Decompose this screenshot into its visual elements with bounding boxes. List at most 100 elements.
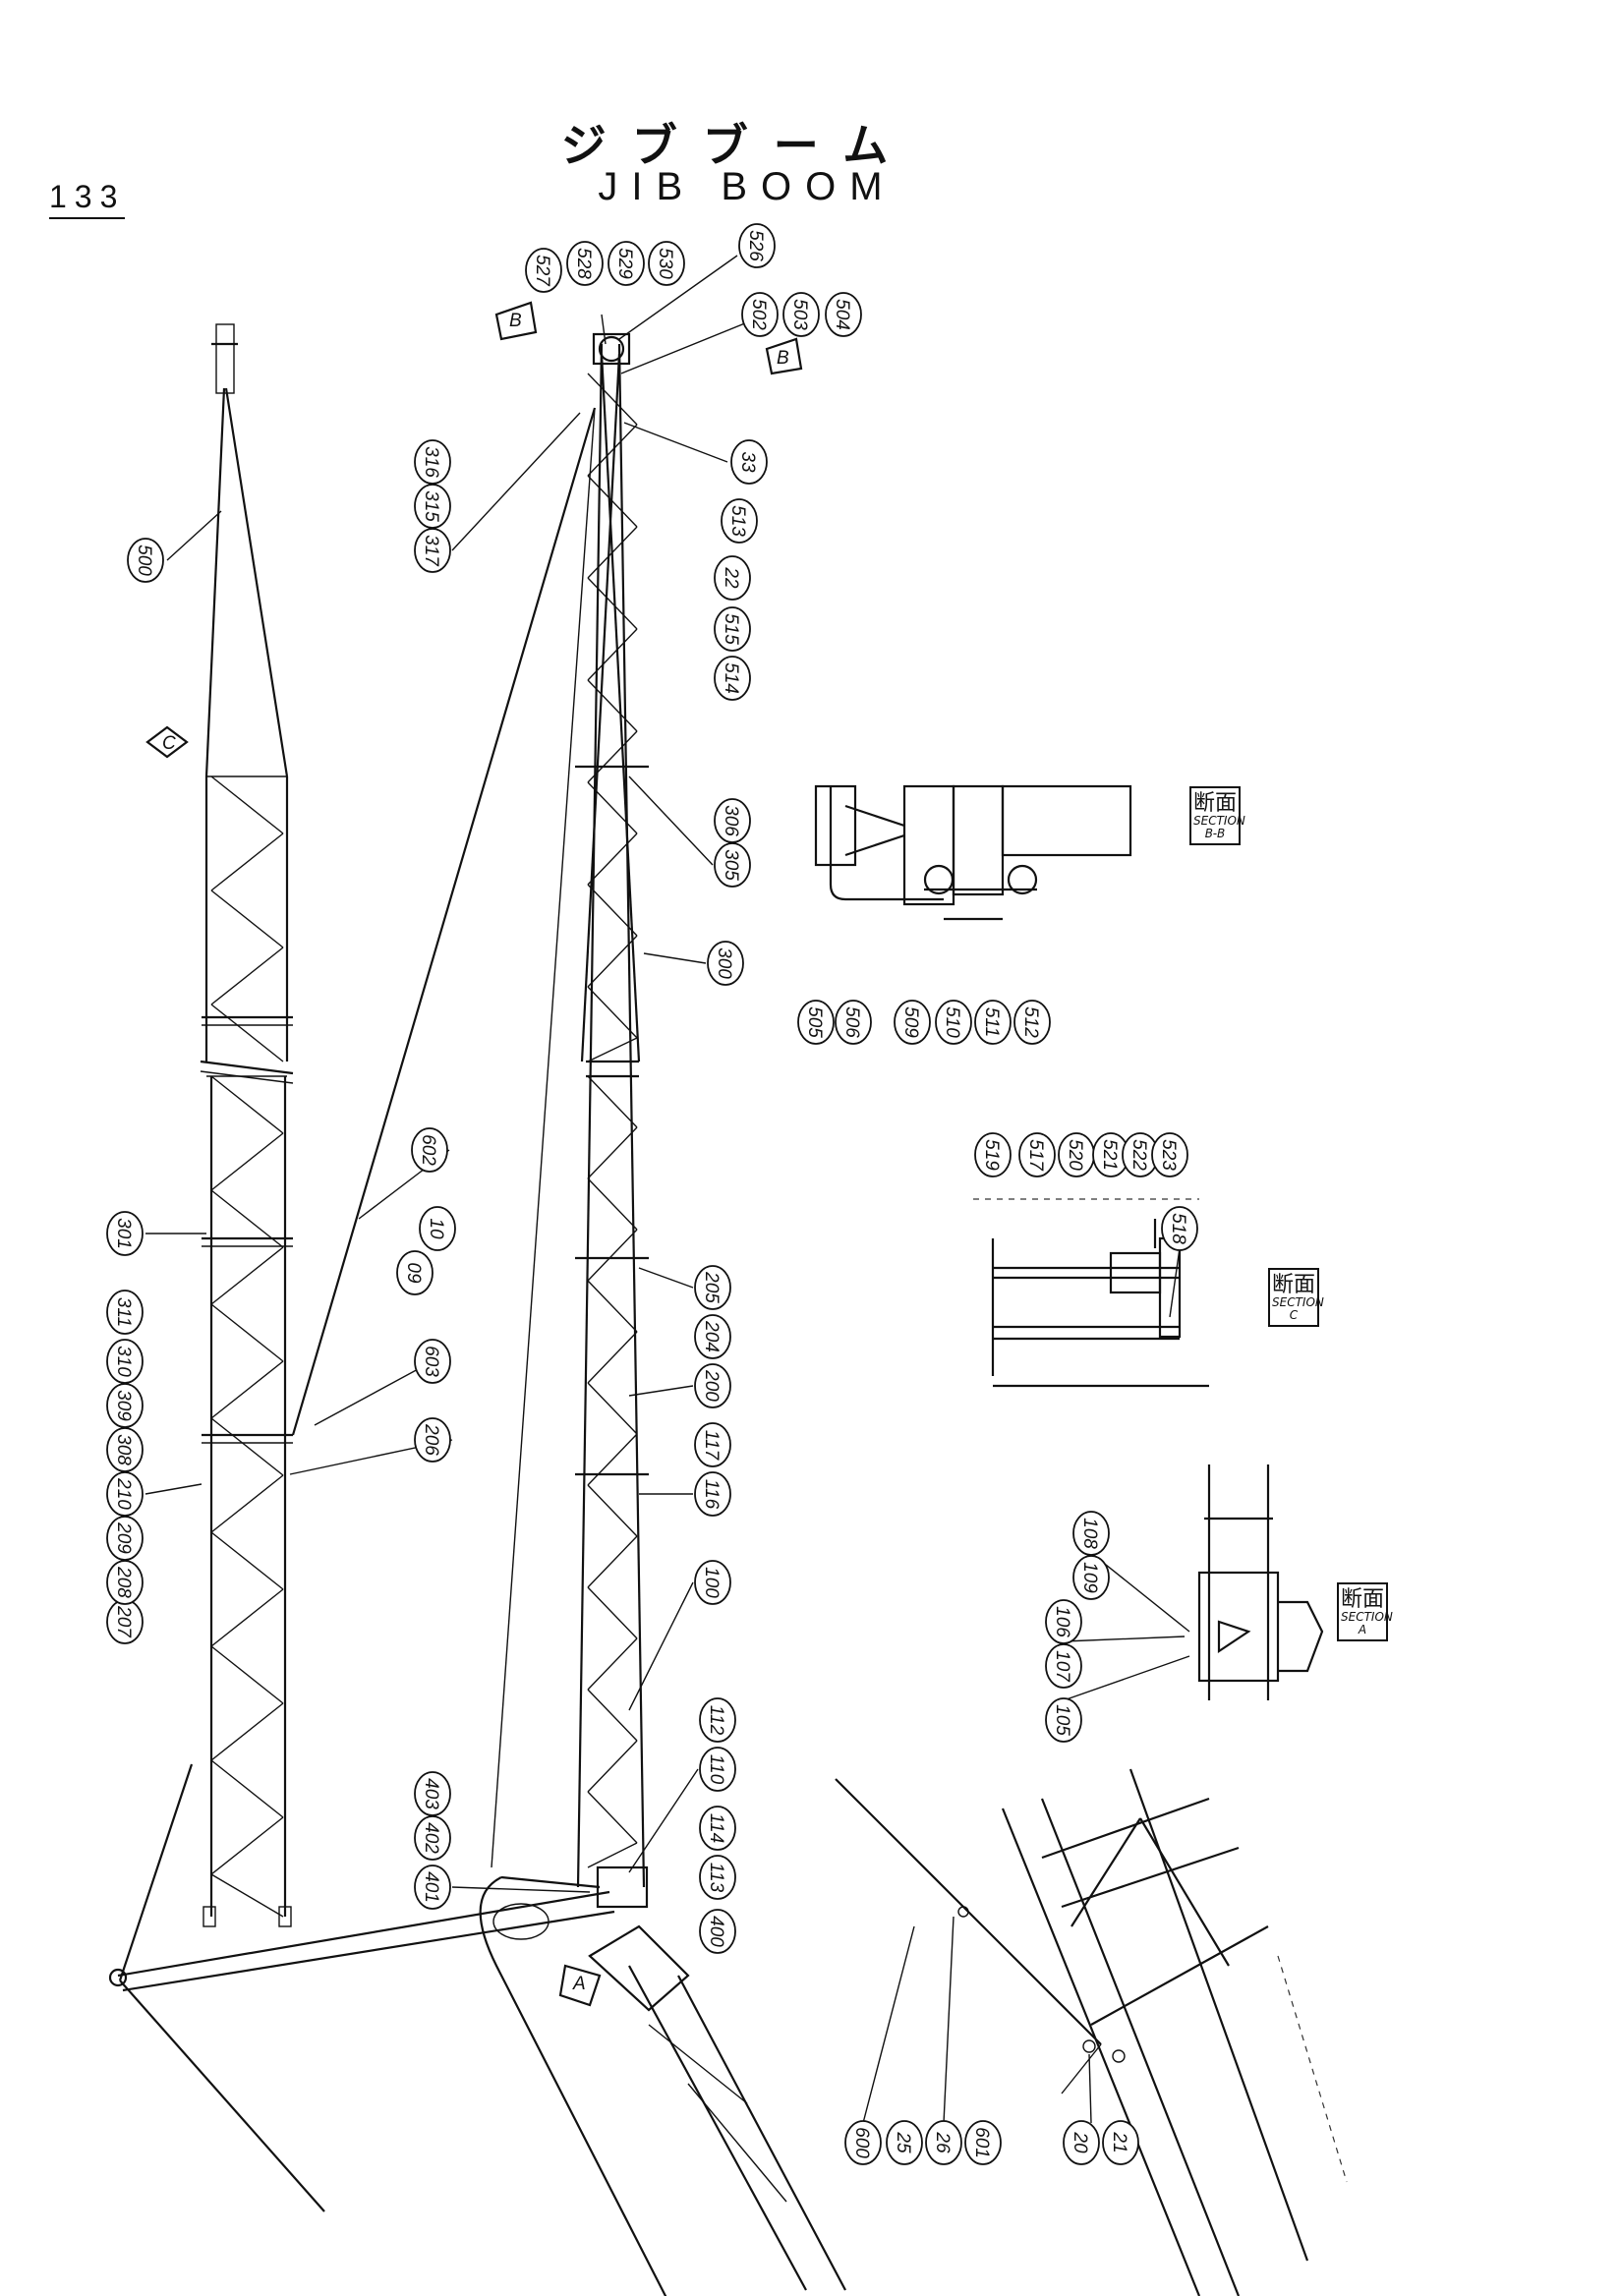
part-number-label: 515: [721, 613, 741, 645]
part-number-label: 300: [714, 947, 734, 979]
callout-bubble: 514: [714, 656, 751, 701]
part-number-label: 402: [421, 1822, 441, 1854]
part-number-label: 506: [841, 1006, 862, 1038]
part-number-label: 500: [134, 545, 154, 576]
callout-bubble: 209: [106, 1516, 144, 1561]
part-number-label: 514: [721, 662, 741, 694]
part-number-label: 600: [851, 2127, 872, 2158]
part-number-label: 513: [727, 505, 748, 537]
callout-bubble: 305: [714, 842, 751, 888]
part-number-label: 527: [532, 255, 552, 287]
part-number-label: 209: [113, 1521, 134, 1554]
part-number-label: 310: [113, 1346, 134, 1377]
callout-bubble: 403: [414, 1771, 451, 1816]
callout-bubble: 317: [414, 528, 451, 573]
callout-bubble: 316: [414, 439, 451, 485]
callout-bubble: 504: [825, 292, 862, 337]
part-number-label: 117: [701, 1430, 722, 1462]
callout-bubble: 528: [566, 241, 604, 286]
callout-bubble: 308: [106, 1427, 144, 1472]
part-number-label: 526: [745, 230, 766, 261]
part-number-label: 109: [1079, 1562, 1100, 1593]
callout-bubble: 204: [694, 1314, 731, 1359]
part-number-label: 520: [1065, 1139, 1085, 1171]
callout-bubble: 10: [419, 1206, 456, 1251]
callout-bubble: 401: [414, 1865, 451, 1910]
part-number-label: 26: [932, 2131, 953, 2153]
callout-bubble: 529: [608, 241, 645, 286]
callout-bubble: 530: [648, 241, 685, 286]
part-number-label: 509: [900, 1006, 921, 1038]
callout-bubble: 206: [414, 1417, 451, 1463]
callout-bubble: 311: [106, 1290, 144, 1335]
part-number-label: 528: [573, 248, 594, 279]
part-number-label: 403: [421, 1778, 441, 1809]
callout-bubble: 603: [414, 1339, 451, 1384]
jib-boom-plan-view: [200, 323, 294, 1927]
part-number-label: 206: [421, 1423, 441, 1456]
callout-bubble: 310: [106, 1339, 144, 1384]
callout-bubble: 107: [1045, 1643, 1082, 1689]
part-number-label: 106: [1052, 1606, 1072, 1637]
callout-bubble: 114: [699, 1806, 736, 1851]
callout-bubble: 526: [738, 223, 776, 268]
callout-bubble: 110: [699, 1747, 736, 1792]
part-number-label: 305: [721, 849, 741, 881]
part-number-label: 200: [701, 1369, 722, 1402]
callout-bubble: 25: [886, 2120, 923, 2165]
title-japanese: ジブブーム: [560, 119, 914, 172]
callout-bubble: 21: [1102, 2120, 1139, 2165]
callout-bubble: 400: [699, 1909, 736, 1954]
callout-bubble: 106: [1045, 1599, 1082, 1644]
callout-bubble: 527: [525, 248, 562, 293]
part-number-label: 517: [1025, 1139, 1046, 1172]
part-number-label: 114: [706, 1813, 726, 1843]
view-markers: B B C A: [145, 301, 803, 2007]
part-number-label: 502: [748, 299, 769, 330]
section-c-detail: [973, 1198, 1209, 1388]
view-marker-b-top: B: [509, 311, 522, 331]
view-marker-b-right: B: [777, 348, 789, 369]
callout-bubble: 518: [1161, 1206, 1198, 1251]
callout-bubble: 521: [1092, 1132, 1129, 1177]
callout-bubble: 100: [694, 1560, 731, 1605]
part-number-label: 108: [1079, 1518, 1100, 1549]
callout-bubble: 600: [844, 2120, 882, 2165]
section-a-detail: [1197, 1464, 1324, 1700]
part-number-label: 530: [655, 248, 675, 279]
part-number-label: 529: [614, 248, 635, 279]
callout-bubble: 306: [714, 798, 751, 843]
callout-bubble: 509: [894, 1000, 931, 1045]
part-number-label: 603: [421, 1346, 441, 1377]
part-number-label: 518: [1168, 1213, 1188, 1244]
part-number-label: 601: [971, 2127, 992, 2158]
callout-bubble: 506: [835, 1000, 872, 1045]
part-number-label: 311: [113, 1297, 134, 1327]
part-number-label: 33: [737, 451, 758, 473]
part-number-label: 301: [113, 1218, 134, 1249]
part-number-label: 22: [721, 566, 741, 589]
part-number-label: 116: [701, 1479, 722, 1510]
callout-bubble: 513: [721, 498, 758, 544]
callout-bubble: 512: [1013, 1000, 1051, 1045]
part-number-label: 207: [113, 1605, 134, 1638]
part-number-label: 306: [721, 805, 741, 836]
jib-boom-side-view: [291, 332, 667, 2296]
callout-bubble: 510: [935, 1000, 972, 1045]
title-english: JIB BOOM: [598, 165, 897, 208]
callout-bubble: 315: [414, 484, 451, 529]
part-number-label: 519: [981, 1139, 1002, 1171]
callout-bubble: 112: [699, 1697, 736, 1743]
callout-bubble: 116: [694, 1471, 731, 1517]
part-number-label: 100: [701, 1567, 722, 1598]
part-number-label: 21: [1109, 2131, 1129, 2152]
part-number-label: 316: [421, 446, 441, 478]
part-number-label: 113: [706, 1863, 726, 1893]
part-number-label: 317: [421, 535, 441, 567]
part-number-label: 112: [706, 1705, 726, 1736]
part-number-label: 602: [418, 1134, 438, 1166]
